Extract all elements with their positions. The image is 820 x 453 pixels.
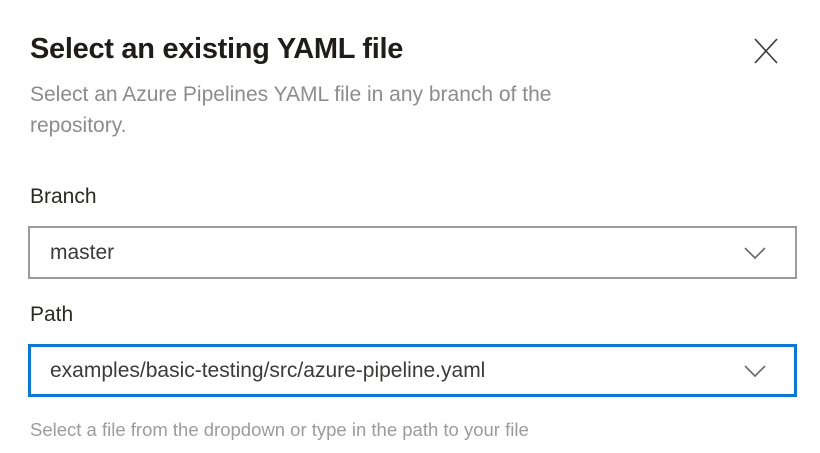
path-label: Path xyxy=(30,303,74,326)
chevron-down-icon xyxy=(743,246,767,260)
path-helper-text: Select a file from the dropdown or type … xyxy=(30,419,529,440)
dialog-header: Select an existing YAML file xyxy=(28,32,792,70)
path-combobox-value: examples/basic-testing/src/azure-pipelin… xyxy=(50,358,486,382)
close-button[interactable] xyxy=(748,34,784,70)
chevron-down-icon xyxy=(743,364,767,378)
branch-dropdown-value: master xyxy=(50,240,115,264)
path-combobox[interactable]: examples/basic-testing/src/azure-pipelin… xyxy=(28,344,797,397)
branch-label: Branch xyxy=(30,185,97,208)
close-icon xyxy=(751,37,781,68)
dialog-subtitle: Select an Azure Pipelines YAML file in a… xyxy=(30,83,552,137)
dialog-title: Select an existing YAML file xyxy=(30,33,404,65)
branch-dropdown[interactable]: master xyxy=(28,226,797,279)
